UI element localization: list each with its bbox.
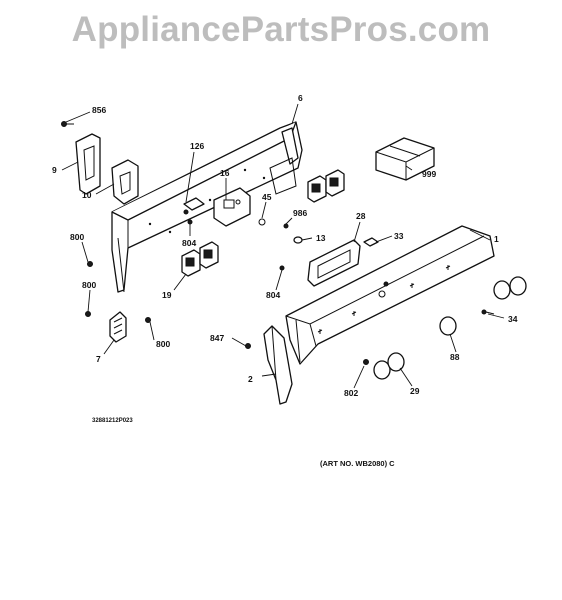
label-29: 29 [410,386,420,396]
backsplash-body-part [111,121,303,293]
label-800-middle: 800 [82,280,96,290]
leader-lines [61,103,505,389]
screw-part-986 [283,223,289,229]
bracket-part-7 [109,311,127,343]
label-802: 802 [344,388,358,398]
screw-part-800 [85,261,151,323]
watermark-logo-text: AppliancePartsPros.com [71,10,491,49]
art-number: (ART NO. WB2080) C [320,459,395,468]
label-34: 34 [508,314,518,324]
label-2: 2 [248,374,253,384]
label-28: 28 [356,211,366,221]
label-6: 6 [298,93,303,103]
label-986: 986 [293,208,307,218]
endcap-part-2 [263,325,293,405]
label-800-upper: 800 [70,232,84,242]
knob-part-88 [439,316,457,336]
label-804-upper: 804 [182,238,196,248]
label-847: 847 [210,333,224,343]
callout-labels: 856 6 126 9 16 10 999 45 986 28 800 804 … [52,93,518,398]
screw-part-856 [61,121,74,127]
spring-part-45 [258,218,266,226]
label-999: 999 [422,169,436,179]
switch-part-16 [213,187,251,227]
screw-part-802 [363,359,369,365]
switch-block-upper [307,169,345,203]
label-1: 1 [494,234,499,244]
label-800-lower: 800 [156,339,170,349]
screw-part-34 [481,309,495,315]
switch-block-part-19 [181,241,219,277]
label-9: 9 [52,165,57,175]
bracket-part-9 [75,133,101,195]
knob-upper-right [493,276,527,300]
label-856: 856 [92,105,106,115]
bracket-part-10 [111,159,139,205]
screw-part-804 [187,219,285,271]
label-19: 19 [162,290,172,300]
clip-part-126 [183,197,205,215]
figure-code: 32881212P023 [92,418,133,424]
kit-box-part-999 [375,137,435,181]
label-804-lower: 804 [266,290,280,300]
label-33: 33 [394,231,404,241]
label-13: 13 [316,233,326,243]
knob-part-29 [373,352,405,380]
screw-part-847 [245,343,251,349]
label-10: 10 [82,190,92,200]
label-16: 16 [220,168,230,178]
control-panel-part-1 [285,225,495,365]
label-45: 45 [262,192,272,202]
label-7: 7 [96,354,101,364]
clip-part-33 [363,237,379,247]
nut-part-13 [293,236,303,244]
plate-part-28 [307,239,361,287]
label-88: 88 [450,352,460,362]
label-126: 126 [190,141,204,151]
